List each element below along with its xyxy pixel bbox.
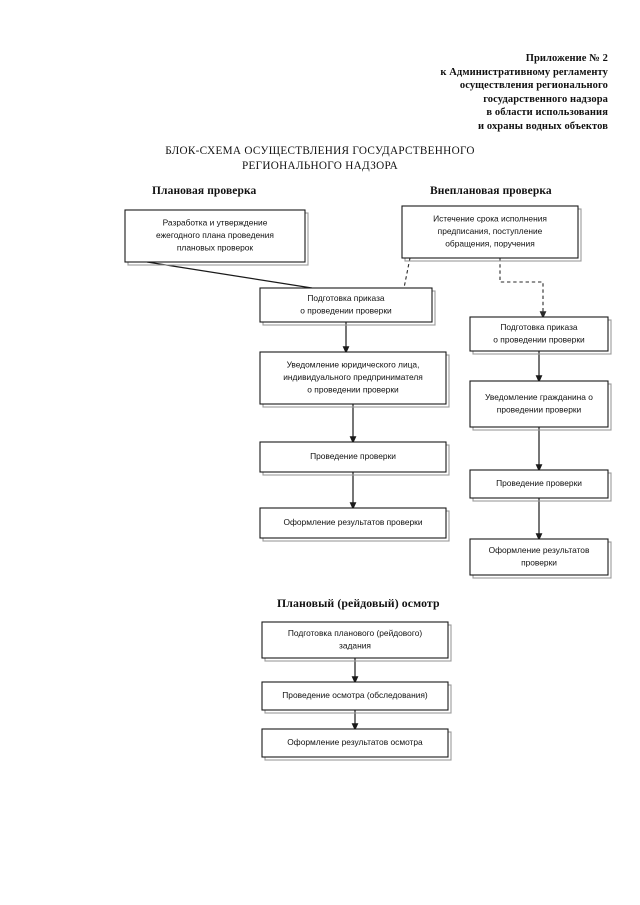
node-box: [469, 538, 609, 576]
node-label-line: о проведении проверки: [307, 385, 399, 395]
node-label-line: индивидуального предпринимателя: [283, 372, 423, 382]
node-box: [401, 205, 579, 259]
node-label-line: Истечение срока исполнения: [433, 214, 547, 224]
node-label-line: Оформление результатов проверки: [283, 517, 422, 527]
page-title-line-1: БЛОК-СХЕМА ОСУЩЕСТВЛЕНИЯ ГОСУДАРСТВЕННОГ…: [165, 145, 475, 157]
node-box: [469, 469, 609, 499]
appendix-header: Приложение № 2 к Административному регла…: [338, 52, 608, 134]
section-heading-unplanned: Внеплановая проверка: [430, 185, 552, 197]
node-label-line: о проведении проверки: [493, 334, 585, 344]
header-line-5: в области использования: [486, 107, 608, 119]
flow-node: Уведомление гражданина о проведении прове…: [469, 380, 612, 431]
section-heading-planned: Плановая проверка: [152, 185, 257, 197]
header-line-6: и охраны водных объектов: [477, 120, 608, 132]
flow-node: Подготовка приказа о проведении проверки: [259, 287, 436, 326]
node-label-line: Оформление результатов: [489, 545, 590, 555]
node-box: [259, 441, 447, 473]
node-box: [259, 351, 447, 405]
node-label-line: Подготовка приказа: [307, 293, 385, 303]
node-label-line: плановых проверок: [177, 243, 254, 253]
node-label-line: Проведение проверки: [496, 478, 582, 488]
node-box: [261, 728, 449, 758]
node-label-line: проведении проверки: [497, 404, 582, 414]
node-label-line: ежегодного плана проведения: [156, 230, 274, 240]
node-box: [469, 380, 609, 428]
flow-node: Оформление результатов проверки: [259, 507, 450, 542]
section-heading-inspection: Плановый (рейдовый) осмотр: [277, 596, 440, 610]
header-line-4: государственного надзора: [483, 93, 608, 105]
node-label-line: обращения, поручения: [445, 239, 535, 249]
header-line-1: Приложение № 2: [525, 53, 608, 64]
connector-layer: [146, 257, 547, 731]
flow-node: Проведение проверки: [259, 441, 450, 476]
node-label-line: Уведомление юридического лица,: [287, 360, 420, 370]
page-title: БЛОК-СХЕМА ОСУЩЕСТВЛЕНИЯ ГОСУДАРСТВЕННОГ…: [0, 144, 640, 174]
flow-node: Подготовка приказа о проведении проверки: [469, 316, 612, 355]
node-box: [261, 621, 449, 659]
flow-node: Оформление результатов осмотра: [261, 728, 452, 761]
node-label-line: Разработка и утверждение: [163, 218, 268, 228]
node-label-line: Проведение проверки: [310, 451, 396, 461]
node-label-line: Уведомление гражданина о: [485, 392, 593, 402]
node-box: [259, 287, 433, 323]
node-label-line: Проведение осмотра (обследования): [282, 690, 428, 700]
header-line-3: осуществления регионального: [459, 80, 608, 92]
flow-node: Подготовка планового (рейдового) задания: [261, 621, 452, 662]
connector-unplanned-to-order-right: [499, 258, 547, 319]
node-box: [259, 507, 447, 539]
flow-node: Уведомление юридического лица, индивидуал…: [259, 351, 450, 408]
node-label-line: о проведении проверки: [300, 305, 392, 315]
connector-unplanned-to-order-central: [403, 257, 411, 289]
node-layer: Разработка и утверждение ежегодного плана…: [124, 205, 612, 761]
node-label-line: Подготовка планового (рейдового): [288, 628, 423, 638]
node-label-line: предписания, поступление: [438, 226, 543, 236]
flow-node: Истечение срока исполнения предписания, п…: [401, 205, 582, 262]
flow-node: Проведение осмотра (обследования): [261, 681, 452, 714]
flow-node: Оформление результатов проверки: [469, 538, 612, 579]
node-label-line: Подготовка приказа: [500, 322, 578, 332]
node-box: [261, 681, 449, 711]
page-title-line-2: РЕГИОНАЛЬНОГО НАДЗОРА: [242, 160, 398, 172]
node-label-line: Оформление результатов осмотра: [287, 737, 423, 747]
connector-planned-to-order: [146, 261, 313, 289]
node-box: [469, 316, 609, 352]
node-box: [124, 209, 306, 263]
flow-node: Проведение проверки: [469, 469, 612, 502]
flow-node: Разработка и утверждение ежегодного плана…: [124, 209, 309, 266]
node-label-line: проверки: [521, 557, 557, 567]
header-line-2: к Административному регламенту: [440, 66, 608, 78]
node-label-line: задания: [339, 640, 371, 650]
